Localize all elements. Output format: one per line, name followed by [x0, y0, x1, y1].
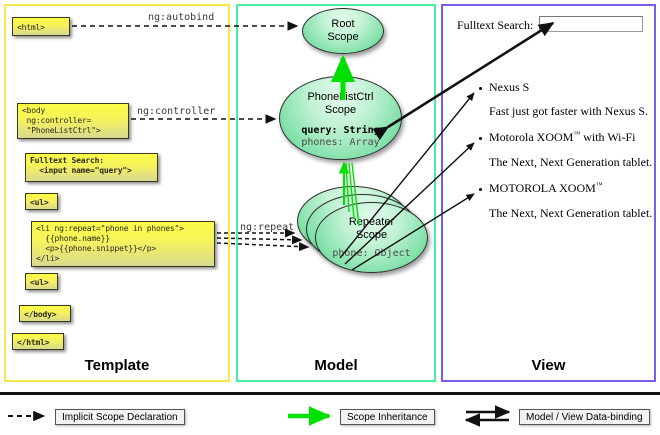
scope-repeater-title-2: Scope [355, 229, 388, 241]
view-item-desc: Fast just got faster with Nexus S. [489, 104, 648, 118]
view-item-title: Nexus S [489, 80, 530, 94]
view-item-bullet [479, 137, 482, 140]
code-box-html-open: <html> [12, 17, 70, 36]
scope-root: Root Scope [302, 8, 384, 54]
view-item-bullet [479, 87, 482, 90]
code-box-li-repeat: <li ng:repeat="phone in phones"> {{phone… [31, 221, 215, 267]
scope-repeater: Repeater Scope phone: Object [315, 202, 428, 273]
code-box-ul-close: <ul> [25, 273, 58, 290]
column-label-model: Model [314, 357, 358, 374]
scope-root-title-2: Scope [327, 31, 359, 43]
legend-arrow-overlay [8, 405, 511, 427]
scope-phonelistctrl-prop-query: query: String [301, 125, 380, 136]
view-item-title: Motorola XOOM™ with Wi-Fi [489, 130, 636, 145]
legend-item-scope-inheritance: Scope Inheritance [340, 409, 435, 425]
view-item-title-tail: with Wi-Fi [580, 130, 636, 144]
scope-repeater-prop-phone: phone: Object [332, 248, 411, 259]
view-item-title-text: MOTOROLA XOOM [489, 181, 596, 195]
code-box-body-open: <body ng:controller= "PhoneListCtrl"> [17, 103, 129, 139]
trademark-icon: ™ [573, 130, 581, 138]
legend-item-model-view-data-binding: Model / View Data-binding [519, 409, 650, 425]
scope-phonelistctrl: PhoneListCtrl Scope query: String phones… [279, 76, 402, 160]
edge-label-ng-autobind: ng:autobind [148, 12, 215, 23]
code-box-html-close: </html> [12, 333, 64, 350]
view-search-label: Fulltext Search: [457, 18, 534, 32]
column-label-template: Template [84, 357, 150, 374]
code-box-ul-open: <ul> [25, 193, 58, 210]
code-box-body-close: </body> [19, 305, 71, 322]
view-item-desc: The Next, Next Generation tablet. [489, 206, 653, 220]
legend-item-implicit-scope-declaration: Implicit Scope Declaration [55, 409, 185, 425]
view-item-title: MOTOROLA XOOM™ [489, 181, 603, 196]
view-item-bullet [479, 188, 482, 191]
view-item-desc: The Next, Next Generation tablet. [489, 155, 653, 169]
trademark-icon: ™ [595, 181, 603, 189]
code-box-fulltext-search: Fulltext Search: <input name="query"> [25, 153, 158, 182]
edge-label-ng-repeat: ng:repeat [240, 222, 295, 233]
scope-root-title-1: Root [331, 18, 355, 30]
legend-separator [0, 392, 660, 395]
edge-label-ng-controller: ng:controller [137, 106, 216, 117]
view-search-input[interactable] [539, 16, 643, 32]
scope-phonelistctrl-title-1: PhoneListCtrl [307, 91, 374, 103]
scope-phonelistctrl-prop-phones: phones: Array [301, 137, 380, 148]
view-item-title-text: Motorola XOOM [489, 130, 574, 144]
scope-phonelistctrl-title-2: Scope [324, 104, 357, 116]
scope-repeater-title-1: Repeater [348, 216, 395, 228]
column-label-view: View [531, 357, 566, 374]
